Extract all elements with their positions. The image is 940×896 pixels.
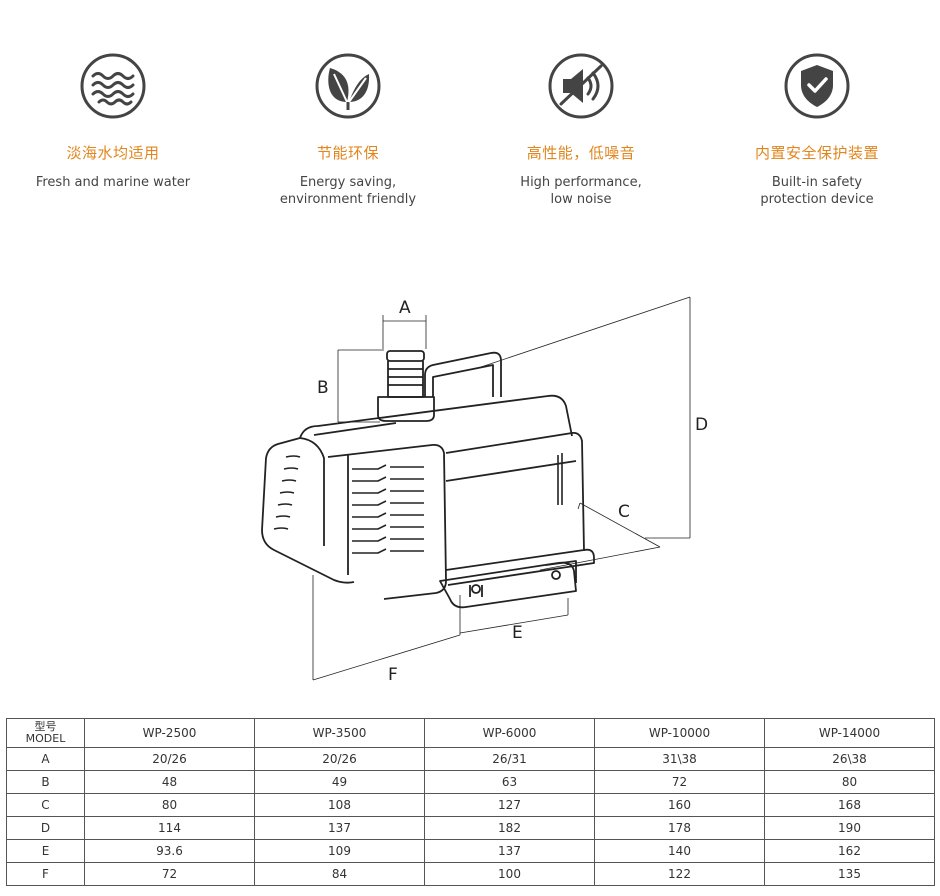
table-cell: 114 (84, 816, 255, 840)
model-label-cn: 型号 (34, 720, 57, 733)
model-header-cell: 型号 MODEL (6, 718, 85, 748)
feature-desc-en: Energy saving, environment friendly (279, 175, 417, 207)
table-cell: 122 (594, 862, 765, 886)
dim-label-f: F (388, 665, 398, 685)
table-cell: 109 (254, 839, 425, 863)
feature-desc-en: Built-in safety protection device (760, 175, 874, 207)
dim-label-c: C (618, 502, 630, 522)
row-label: D (6, 816, 85, 840)
table-cell: 26\38 (764, 747, 935, 771)
feature-title-cn: 内置安全保护装置 (754, 144, 879, 162)
table-row: F 72 84 100 122 135 (6, 862, 935, 886)
table-cell: 168 (764, 793, 935, 817)
feature-energy-saving: 节能环保 Energy saving, environment friendly (228, 52, 468, 208)
leaf-icon (314, 52, 382, 120)
shield-check-icon (783, 52, 851, 120)
water-waves-icon (79, 52, 147, 120)
feature-title-cn: 节能环保 (316, 144, 379, 162)
table-cell: 26/31 (424, 747, 595, 771)
table-cell: 93.6 (84, 839, 255, 863)
row-label: A (6, 747, 85, 771)
table-cell: 100 (424, 862, 595, 886)
table-cell: 80 (84, 793, 255, 817)
row-label: E (6, 839, 85, 863)
row-label: B (6, 770, 85, 794)
table-cell: 135 (764, 862, 935, 886)
table-row: C 80 108 127 160 168 (6, 793, 935, 817)
table-cell: 140 (594, 839, 765, 863)
table-cell: 137 (424, 839, 595, 863)
model-name: WP-2500 (84, 718, 255, 748)
model-name: WP-3500 (254, 718, 425, 748)
table-cell: 31\38 (594, 747, 765, 771)
feature-safety-protection: 内置安全保护装置 Built-in safety protection devi… (697, 52, 937, 208)
dim-label-e: E (512, 623, 523, 643)
table-cell: 137 (254, 816, 425, 840)
table-cell: 72 (594, 770, 765, 794)
table-cell: 80 (764, 770, 935, 794)
row-label: C (6, 793, 85, 817)
dim-label-b: B (317, 378, 329, 398)
table-cell: 127 (424, 793, 595, 817)
feature-low-noise: 高性能，低噪音 High performance, low noise (461, 52, 701, 208)
table-header-row: 型号 MODEL WP-2500 WP-3500 WP-6000 WP-1000… (6, 718, 935, 748)
feature-title-cn: 淡海水均适用 (66, 144, 160, 162)
table-cell: 178 (594, 816, 765, 840)
pump-dimension-diagram: A B C D E F (250, 285, 720, 690)
model-name: WP-14000 (764, 718, 935, 748)
table-cell: 20/26 (254, 747, 425, 771)
table-cell: 48 (84, 770, 255, 794)
dim-label-a: A (399, 298, 411, 318)
model-name: WP-6000 (424, 718, 595, 748)
table-cell: 182 (424, 816, 595, 840)
model-name: WP-10000 (594, 718, 765, 748)
dim-label-d: D (695, 415, 708, 435)
table-cell: 20/26 (84, 747, 255, 771)
table-cell: 108 (254, 793, 425, 817)
table-cell: 63 (424, 770, 595, 794)
features-row: 淡海水均适用 Fresh and marine water 节能环保 Energ… (0, 52, 940, 232)
feature-desc-en: High performance, low noise (520, 175, 642, 207)
table-cell: 160 (594, 793, 765, 817)
feature-title-cn: 高性能，低噪音 (526, 144, 636, 162)
feature-fresh-marine: 淡海水均适用 Fresh and marine water (0, 52, 233, 191)
spec-table: 型号 MODEL WP-2500 WP-3500 WP-6000 WP-1000… (6, 718, 935, 886)
table-row: A 20/26 20/26 26/31 31\38 26\38 (6, 747, 935, 771)
table-cell: 190 (764, 816, 935, 840)
feature-desc-en: Fresh and marine water (35, 175, 191, 190)
table-cell: 84 (254, 862, 425, 886)
table-cell: 49 (254, 770, 425, 794)
table-row: E 93.6 109 137 140 162 (6, 839, 935, 863)
mute-speaker-icon (547, 52, 615, 120)
pump-drawing: A B C D E F (261, 296, 708, 685)
table-row: B 48 49 63 72 80 (6, 770, 935, 794)
table-cell: 162 (764, 839, 935, 863)
table-cell: 72 (84, 862, 255, 886)
row-label: F (6, 862, 85, 886)
table-row: D 114 137 182 178 190 (6, 816, 935, 840)
model-label-en: MODEL (25, 732, 66, 745)
